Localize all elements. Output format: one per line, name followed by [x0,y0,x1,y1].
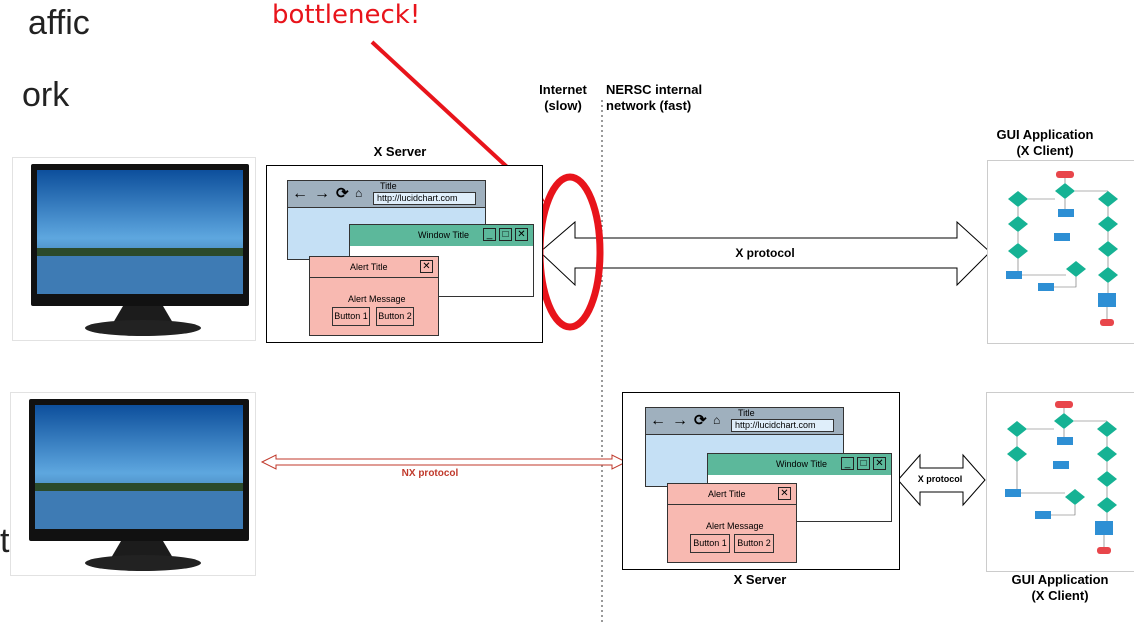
alert-button-1[interactable]: Button 1 [690,534,730,553]
window-title-bar: Window Title _ □ ✕ [707,453,892,476]
bottleneck-label: bottleneck! [272,0,421,30]
browser-title: Title [738,408,755,418]
browser-toolbar: ← → ⟳ ⌂ Title http://lucidchart.com [646,408,843,435]
url-field[interactable]: http://lucidchart.com [373,192,476,205]
maximize-icon[interactable]: □ [857,457,870,470]
back-arrow-icon[interactable]: ← [292,185,308,202]
gui-app-label-top: GUI Application (X Client) [996,127,1094,158]
alert-title-divider [668,504,796,505]
window-title-bar: Window Title _ □ ✕ [349,224,534,247]
window-title: Window Title [776,459,828,469]
window-title: Window Title [418,230,470,240]
forward-arrow-icon[interactable]: → [314,185,330,202]
x-protocol-arrow-bottom [897,453,986,507]
x-server-top: ← → ⟳ ⌂ Title http://lucidchart.com Wind… [266,165,543,343]
gui-app-label-bottom: GUI Application (X Client) [1011,572,1109,603]
home-icon[interactable]: ⌂ [355,186,363,200]
home-icon[interactable]: ⌂ [713,413,721,427]
alert-title: Alert Title [350,262,388,272]
close-icon[interactable]: ✕ [515,228,528,241]
close-icon[interactable]: ✕ [873,457,886,470]
monitor-bottom-image [29,399,249,571]
browser-toolbar: ← → ⟳ ⌂ Title http://lucidchart.com [288,181,485,208]
slide-text-fragment-3: t [0,522,10,560]
alert-close-icon[interactable]: ✕ [778,487,791,500]
alert-button-1[interactable]: Button 1 [332,307,370,326]
url-field[interactable]: http://lucidchart.com [731,419,834,432]
reload-icon[interactable]: ⟳ [694,412,707,429]
maximize-icon[interactable]: □ [499,228,512,241]
internet-label: Internet (slow) [539,82,587,113]
alert-title: Alert Title [708,489,746,499]
minimize-icon[interactable]: _ [841,457,854,470]
slide-text-fragment-2: ork [22,76,70,114]
nx-protocol-arrow [260,454,628,470]
flowchart-bottom [1005,401,1117,554]
back-arrow-icon[interactable]: ← [650,412,666,429]
nersc-network-label: NERSC internal network (fast) [606,82,703,113]
reload-icon[interactable]: ⟳ [336,185,349,202]
alert-message: Alert Message [348,294,406,304]
gui-app-bottom [986,392,1134,572]
gui-app-top [987,160,1134,344]
monitor-top-image [31,164,249,336]
alert-close-icon[interactable]: ✕ [420,260,433,273]
monitor-bottom [10,392,256,576]
x-protocol-label-top: X protocol [735,246,795,260]
x-server-label-bottom: X Server [733,572,787,587]
minimize-icon[interactable]: _ [483,228,496,241]
monitor-top [12,157,256,341]
x-server-bottom: ← → ⟳ ⌂ Title http://lucidchart.com Wind… [622,392,900,570]
forward-arrow-icon[interactable]: → [672,412,688,429]
alert-title-divider [310,277,438,278]
flowchart-top [1006,171,1118,326]
x-server-label-top: X Server [373,144,427,159]
browser-title: Title [380,181,397,191]
alert-dialog: Alert Title ✕ Alert Message Button 1 But… [309,256,439,336]
alert-dialog: Alert Title ✕ Alert Message Button 1 But… [667,483,797,563]
alert-button-2[interactable]: Button 2 [734,534,774,553]
nx-protocol-label: NX protocol [401,468,459,479]
alert-button-2[interactable]: Button 2 [376,307,414,326]
alert-message: Alert Message [706,521,764,531]
slide-text-fragment-1: affic [28,4,90,42]
x-protocol-label-bottom: X protocol [917,474,963,484]
